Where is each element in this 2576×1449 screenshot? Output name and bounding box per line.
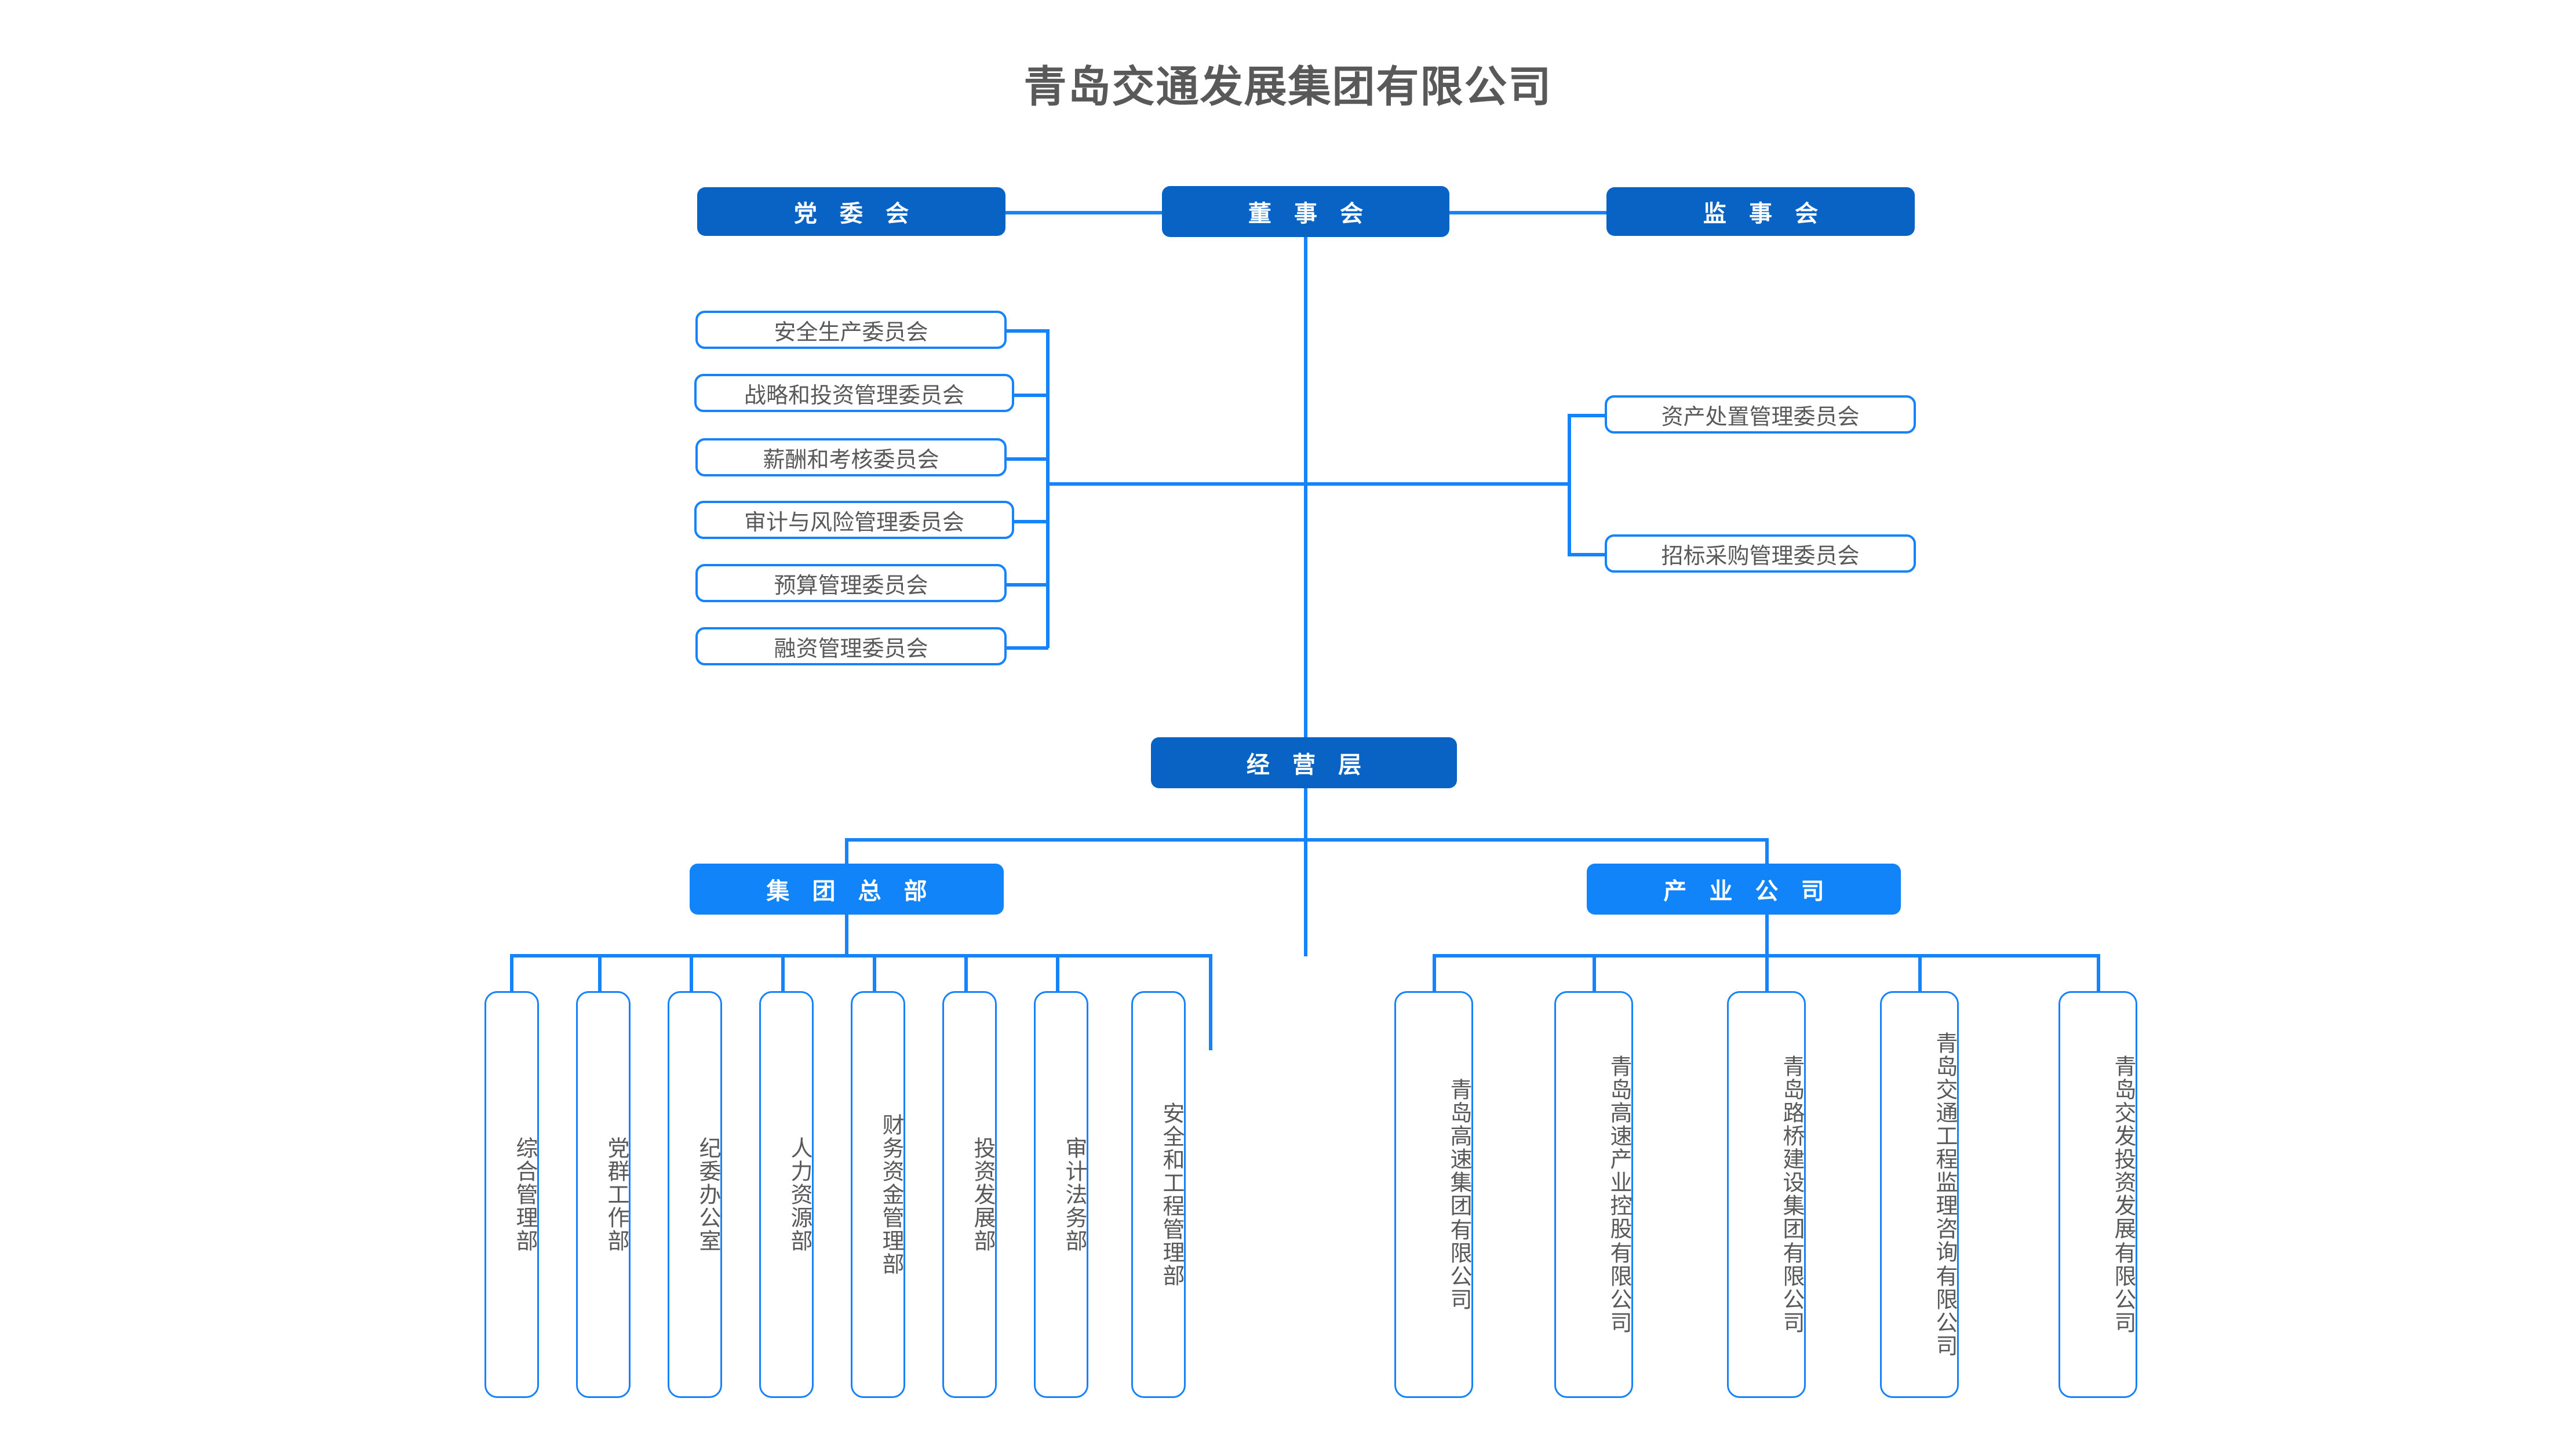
- connector-group-hq-drop: [845, 915, 848, 956]
- connector-right-committee-1: [1568, 414, 1605, 417]
- node-right-committee-2[interactable]: 招标采购管理委员会: [1605, 534, 1916, 573]
- node-department-5-label: 财务资金管理部: [879, 1113, 903, 1276]
- node-subsidiary-2[interactable]: 青岛高速产业控股有限公司: [1554, 991, 1633, 1398]
- connector-party-to-board: [1005, 211, 1162, 214]
- node-left-committee-5[interactable]: 预算管理委员会: [695, 564, 1007, 602]
- connector-right-bus-to-spine: [1304, 482, 1571, 486]
- node-department-1-label: 综合管理部: [512, 1137, 537, 1253]
- node-subsidiary-2-label: 青岛高速产业控股有限公司: [1606, 1055, 1631, 1334]
- connector-right-committee-bus: [1568, 414, 1571, 556]
- node-right-committee-1[interactable]: 资产处置管理委员会: [1605, 395, 1916, 434]
- node-department-3-label: 纪委办公室: [695, 1137, 720, 1253]
- node-subsidiary-5-label: 青岛交发投资发展有限公司: [2111, 1055, 2135, 1334]
- page-title: 青岛交通发展集团有限公司: [1023, 63, 1553, 111]
- node-subsidiary-1-label: 青岛高速集团有限公司: [1447, 1078, 1471, 1311]
- node-department-6-label: 投资发展部: [970, 1137, 994, 1253]
- connector-left-bus-to-spine: [1046, 482, 1306, 486]
- node-department-7[interactable]: 审计法务部: [1034, 991, 1088, 1398]
- connector-spine-lower: [1304, 788, 1307, 956]
- node-subsidiary-5[interactable]: 青岛交发投资发展有限公司: [2058, 991, 2137, 1398]
- connector-management-bus: [845, 838, 1769, 842]
- connector-industry-drop: [1765, 915, 1769, 956]
- node-subsidiary-1[interactable]: 青岛高速集团有限公司: [1394, 991, 1473, 1398]
- node-subsidiary-3-label: 青岛路桥建设集团有限公司: [1779, 1055, 1803, 1334]
- node-party-committee[interactable]: 党 委 会: [697, 187, 1005, 236]
- connector-to-industry-companies: [1765, 838, 1769, 876]
- node-operating-layer[interactable]: 经 营 层: [1151, 737, 1457, 788]
- connector-left-committee-3: [1007, 457, 1048, 461]
- node-department-8-label: 安全和工程管理部: [1159, 1102, 1183, 1287]
- node-department-2-label: 党群工作部: [604, 1137, 628, 1253]
- node-subsidiary-4-label: 青岛交通工程监理咨询有限公司: [1932, 1032, 1956, 1357]
- node-department-2[interactable]: 党群工作部: [576, 991, 631, 1398]
- node-industry-companies[interactable]: 产 业 公 司: [1587, 864, 1901, 915]
- connector-left-committee-bus: [1046, 329, 1050, 648]
- connector-right-committee-2: [1568, 553, 1605, 556]
- node-department-3[interactable]: 纪委办公室: [668, 991, 722, 1398]
- node-department-5[interactable]: 财务资金管理部: [851, 991, 905, 1398]
- node-department-1[interactable]: 综合管理部: [484, 991, 539, 1398]
- connector-left-committee-1: [1007, 329, 1048, 333]
- node-department-7-label: 审计法务部: [1062, 1137, 1086, 1253]
- node-department-6[interactable]: 投资发展部: [942, 991, 997, 1398]
- connector-department-bus: [510, 954, 1212, 957]
- node-department-4[interactable]: 人力资源部: [759, 991, 814, 1398]
- node-department-8[interactable]: 安全和工程管理部: [1131, 991, 1186, 1398]
- node-left-committee-3[interactable]: 薪酬和考核委员会: [695, 438, 1007, 476]
- connector-left-committee-5: [1007, 583, 1048, 587]
- connector-left-committee-4: [1014, 520, 1048, 523]
- connector-department-drop-8: [1209, 954, 1212, 1050]
- node-left-committee-2[interactable]: 战略和投资管理委员会: [694, 374, 1014, 412]
- node-left-committee-1[interactable]: 安全生产委员会: [695, 311, 1007, 349]
- node-left-committee-4[interactable]: 审计与风险管理委员会: [694, 501, 1014, 539]
- connector-left-committee-2: [1014, 394, 1048, 397]
- node-subsidiary-3[interactable]: 青岛路桥建设集团有限公司: [1727, 991, 1806, 1398]
- connector-left-committee-6: [1007, 646, 1048, 650]
- node-subsidiary-4[interactable]: 青岛交通工程监理咨询有限公司: [1880, 991, 1959, 1398]
- node-department-4-label: 人力资源部: [787, 1137, 811, 1253]
- node-board-of-supervisors[interactable]: 监 事 会: [1606, 187, 1915, 236]
- node-board-of-directors[interactable]: 董 事 会: [1162, 186, 1449, 237]
- node-left-committee-6[interactable]: 融资管理委员会: [695, 627, 1007, 665]
- connector-to-group-hq: [845, 838, 848, 876]
- node-group-headquarters[interactable]: 集 团 总 部: [690, 864, 1004, 915]
- connector-board-to-supervisors: [1449, 211, 1606, 214]
- connector-spine-upper: [1304, 237, 1307, 749]
